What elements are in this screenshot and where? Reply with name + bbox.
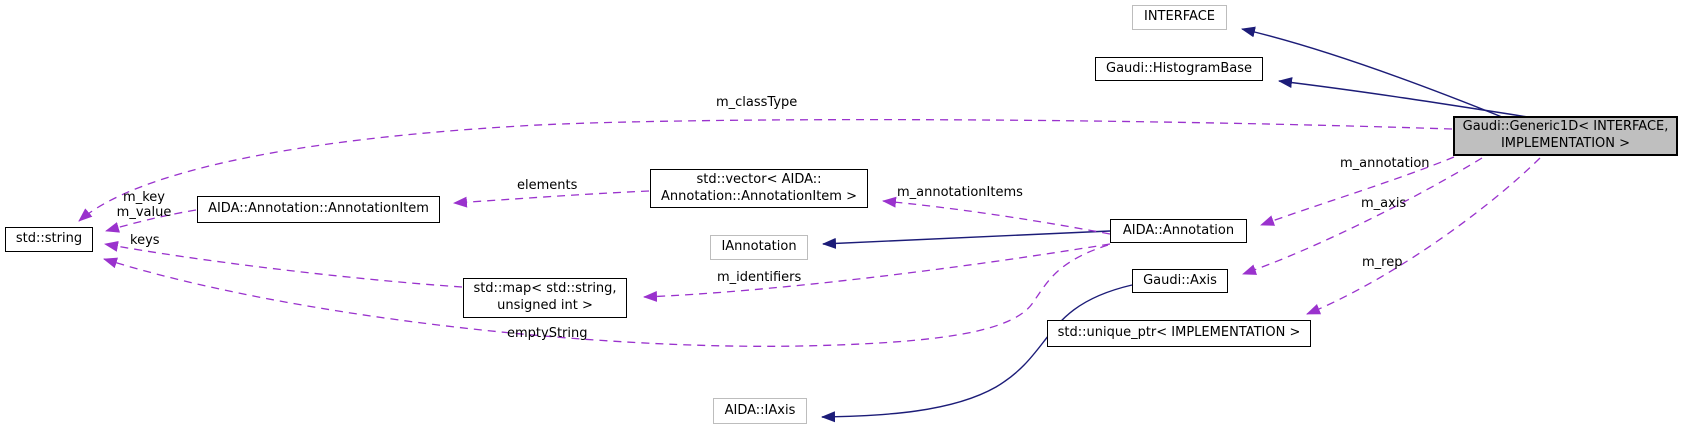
edge-m-annotation (1260, 156, 1455, 226)
node-aida-annotationitem[interactable]: AIDA::Annotation::AnnotationItem (197, 196, 440, 223)
edge-label-m-annotationitems: m_annotationItems (897, 185, 1023, 200)
edge-keys (104, 240, 463, 288)
edge-annotation-inherits-iannotation (822, 230, 1111, 249)
node-gaudi-axis-label: Gaudi::Axis (1143, 272, 1217, 288)
edge-label-m-annotation: m_annotation (1340, 156, 1430, 171)
node-gaudi-histogrambase-label: Gaudi::HistogramBase (1106, 60, 1252, 76)
edge-m-rep (1306, 157, 1541, 315)
node-std-vector-annotationitem-label: std::vector< AIDA:: Annotation::Annotati… (661, 171, 857, 204)
edge-m-key-m-value (105, 209, 197, 233)
node-std-unique-ptr-label: std::unique_ptr< IMPLEMENTATION > (1057, 325, 1301, 341)
node-iannotation-label: IAnnotation (721, 239, 797, 255)
node-interface: INTERFACE (1132, 5, 1227, 30)
edge-elements (453, 190, 650, 208)
node-interface-label: INTERFACE (1144, 9, 1215, 25)
edge-m-annotationitems (882, 196, 1111, 235)
edge-label-elements: elements (517, 178, 578, 193)
node-std-map[interactable]: std::map< std::string, unsigned int > (463, 278, 627, 318)
node-gaudi-axis[interactable]: Gaudi::Axis (1132, 269, 1228, 293)
edge-label-m-identifiers: m_identifiers (717, 270, 802, 285)
node-iannotation: IAnnotation (710, 235, 808, 260)
edge-axis-inherits-iaxis (821, 284, 1133, 423)
node-gaudi-histogrambase[interactable]: Gaudi::HistogramBase (1095, 57, 1263, 81)
edge-label-m-key-m-value: m_key m_value (116, 190, 172, 220)
node-aida-annotationitem-label: AIDA::Annotation::AnnotationItem (208, 201, 429, 217)
node-std-string-label: std::string (15, 231, 83, 247)
edge-m-axis (1242, 157, 1483, 275)
edge-inherits-interface (1241, 26, 1503, 118)
edge-inherits-histogram-base (1278, 77, 1529, 118)
edge-label-m-rep: m_rep (1362, 255, 1403, 270)
node-std-map-label: std::map< std::string, unsigned int > (473, 281, 617, 313)
edge-label-m-axis: m_axis (1361, 196, 1407, 211)
node-std-unique-ptr[interactable]: std::unique_ptr< IMPLEMENTATION > (1047, 320, 1311, 347)
edge-m-classtype (78, 118, 1453, 222)
node-std-vector-annotationitem[interactable]: std::vector< AIDA:: Annotation::Annotati… (650, 169, 868, 208)
edge-label-emptystring: emptyString (507, 326, 588, 341)
edge-emptystring (103, 244, 1109, 347)
node-aida-annotation[interactable]: AIDA::Annotation (1110, 219, 1247, 243)
edge-label-m-classtype: m_classType (716, 95, 798, 110)
node-gaudi-generic1d: Gaudi::Generic1D< INTERFACE, IMPLEMENTAT… (1453, 116, 1678, 156)
node-aida-annotation-label: AIDA::Annotation (1122, 222, 1235, 238)
node-aida-iaxis: AIDA::IAxis (713, 398, 807, 424)
node-aida-iaxis-label: AIDA::IAxis (724, 402, 796, 418)
node-std-string[interactable]: std::string (5, 227, 93, 252)
node-gaudi-generic1d-label: Gaudi::Generic1D< INTERFACE, IMPLEMENTAT… (1462, 119, 1669, 151)
edge-label-keys: keys (130, 233, 160, 248)
